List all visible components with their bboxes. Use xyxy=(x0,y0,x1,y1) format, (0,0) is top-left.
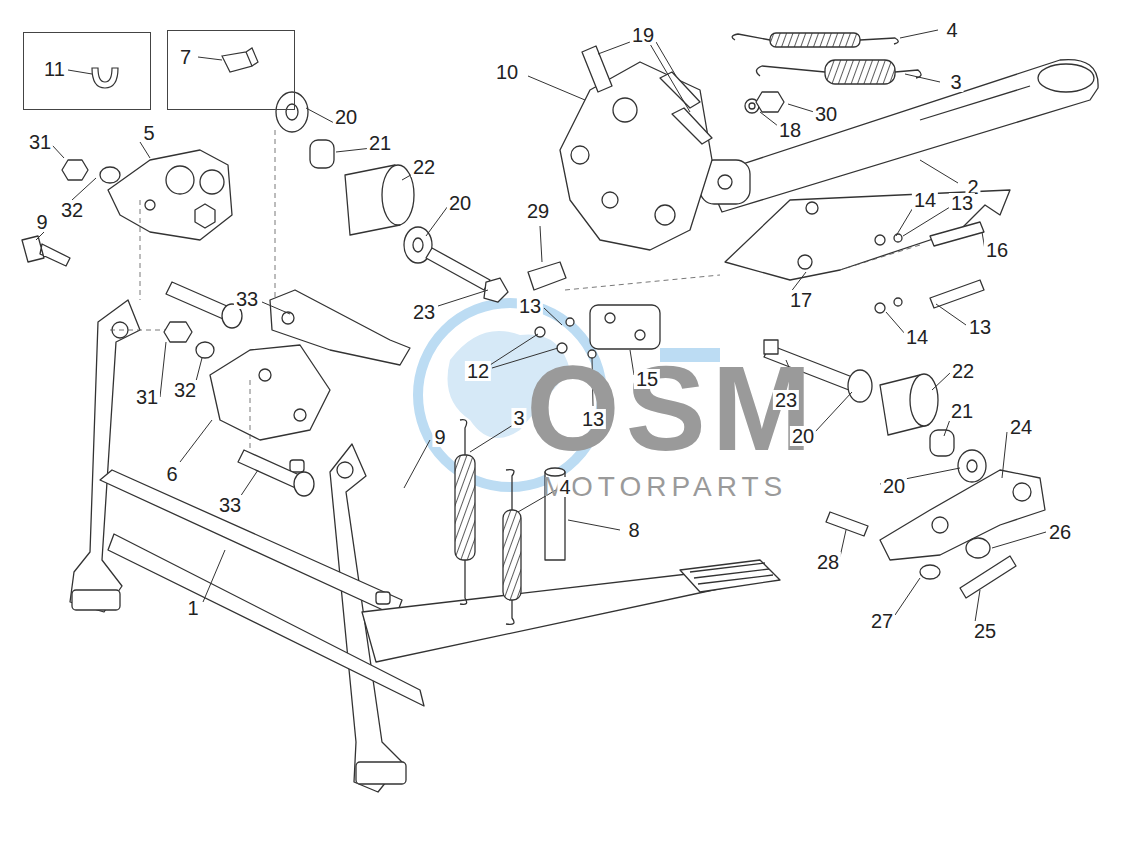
callout-number: 3 xyxy=(511,408,526,428)
spring xyxy=(770,33,860,47)
stand-bar xyxy=(100,470,402,616)
watermark-text: MOTORPARTS xyxy=(543,473,787,501)
inset-box: 7 xyxy=(167,30,295,110)
callout-number: 13 xyxy=(517,296,543,316)
callout-number: 8 xyxy=(626,520,641,540)
spring xyxy=(503,510,521,600)
callout-number: 10 xyxy=(494,62,520,82)
callout-number: 22 xyxy=(411,157,437,177)
callout-number: 31 xyxy=(134,387,160,407)
callout-number: 3 xyxy=(948,72,963,92)
callout-number: 14 xyxy=(912,190,938,210)
callout-number: 13 xyxy=(967,317,993,337)
side-stand xyxy=(706,60,1098,212)
callout-number: 21 xyxy=(367,133,393,153)
callout-number: 31 xyxy=(27,132,53,152)
callout-number: 20 xyxy=(333,107,359,127)
callout-number: 22 xyxy=(950,361,976,381)
callout-number: 9 xyxy=(432,427,447,447)
callout-number: 30 xyxy=(813,104,839,124)
callout-number: 33 xyxy=(217,495,243,515)
leader-lines xyxy=(36,30,1046,622)
callout-number: 26 xyxy=(1047,522,1073,542)
inset-box: 11 xyxy=(23,32,151,110)
callout-number: 32 xyxy=(172,380,198,400)
callout-number: 6 xyxy=(164,464,179,484)
callout-number: 4 xyxy=(944,20,959,40)
callout-number: 14 xyxy=(904,327,930,347)
callout-number: 19 xyxy=(630,25,656,45)
callout-number: 7 xyxy=(180,47,191,67)
callout-number: 15 xyxy=(634,369,660,389)
callout-number: 20 xyxy=(881,476,907,496)
switch xyxy=(590,305,660,349)
callout-number: 23 xyxy=(773,390,799,410)
callout-number: 20 xyxy=(790,426,816,446)
callout-number: 23 xyxy=(411,302,437,322)
callout-number: 25 xyxy=(972,621,998,641)
callout-number: 29 xyxy=(525,201,551,221)
spring xyxy=(455,455,475,560)
callout-number: 24 xyxy=(1008,417,1034,437)
pedal-pad xyxy=(680,560,780,592)
callout-number: 21 xyxy=(949,401,975,421)
callout-number: 28 xyxy=(815,552,841,572)
callout-number: 13 xyxy=(580,409,606,429)
callout-number: 13 xyxy=(949,193,975,213)
callout-number: 1 xyxy=(185,598,200,618)
callout-number: 33 xyxy=(234,289,260,309)
callout-number: 20 xyxy=(447,193,473,213)
callout-number: 5 xyxy=(141,123,156,143)
callout-number: 11 xyxy=(44,59,65,79)
callout-number: 12 xyxy=(465,361,491,381)
wedge-icon xyxy=(222,48,258,72)
stand-pedal-arm xyxy=(362,570,732,662)
callout-number: 27 xyxy=(869,611,895,631)
callout-number: 4 xyxy=(557,477,572,497)
callout-number: 16 xyxy=(984,240,1010,260)
plate xyxy=(880,470,1045,560)
plate xyxy=(108,150,232,240)
stand-leg xyxy=(70,300,140,612)
clip-icon xyxy=(92,68,118,88)
spring xyxy=(825,60,895,84)
callout-number: 18 xyxy=(777,120,803,140)
plate xyxy=(210,345,330,440)
callout-number: 9 xyxy=(34,212,49,232)
callout-number: 17 xyxy=(788,290,814,310)
callout-number: 32 xyxy=(59,200,85,220)
alignment-lines xyxy=(110,130,920,450)
